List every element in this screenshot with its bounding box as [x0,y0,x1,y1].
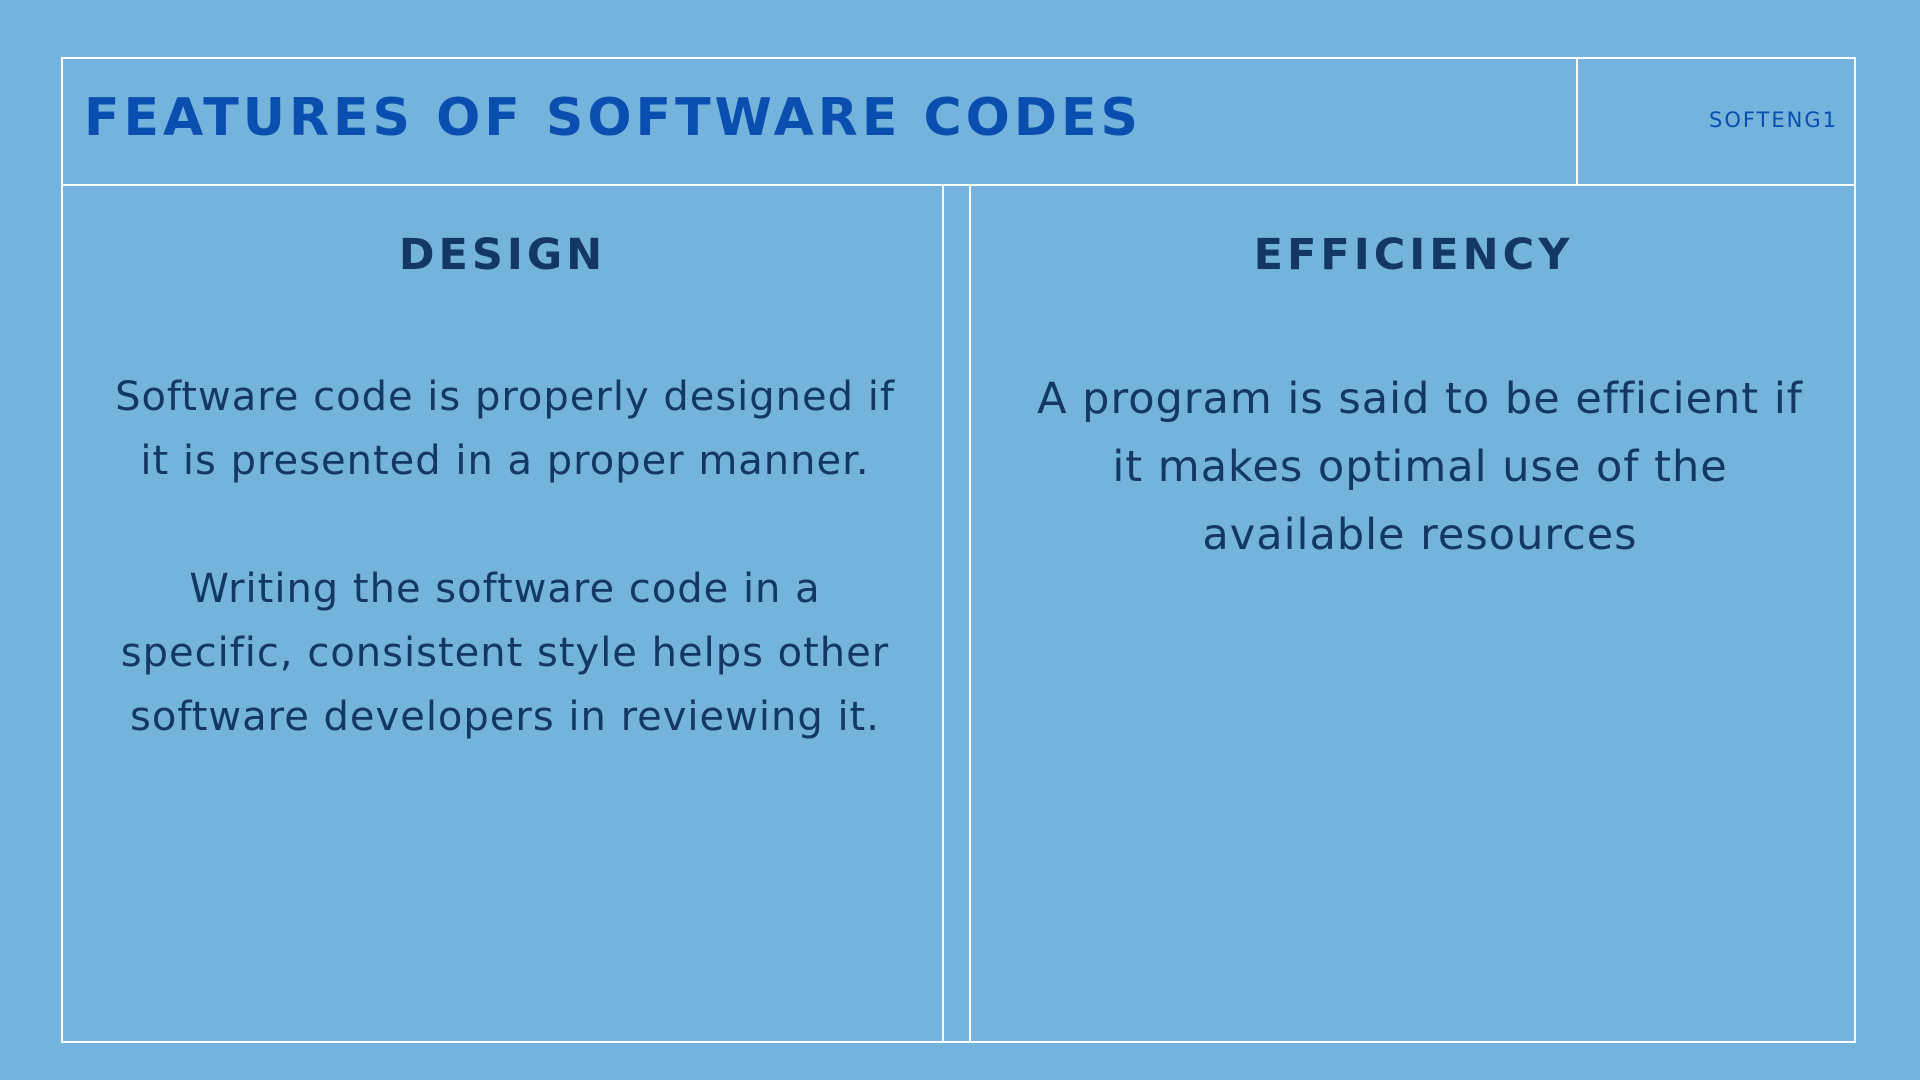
efficiency-paragraph-1: A program is said to be efficient if it … [1037,374,1803,560]
course-tag: SOFTENG1 [1708,108,1838,132]
design-paragraph-1: Software code is properly designed if it… [115,374,895,484]
column-divider-left [942,186,944,1043]
design-paragraph-2: Writing the software code in a specific,… [120,566,890,740]
tag-divider [1576,57,1578,186]
design-heading: DESIGN [398,230,607,280]
column-divider-right [969,186,971,1043]
efficiency-body: A program is said to be efficient if it … [1020,365,1820,569]
slide-title: FEATURES OF SOFTWARE CODES [84,88,1142,148]
design-body: Software code is properly designed if it… [100,365,910,749]
slide-frame [61,57,1856,1043]
efficiency-heading: EFFICIENCY [1253,230,1574,280]
header-divider [61,184,1856,186]
